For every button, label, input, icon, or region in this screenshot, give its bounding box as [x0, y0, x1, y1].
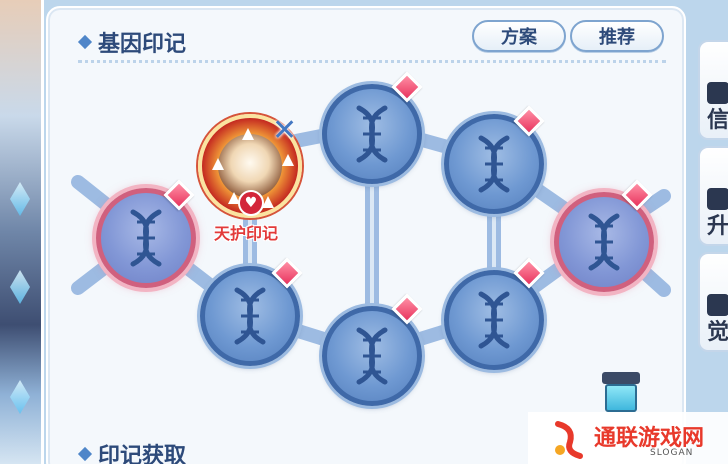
crystal-decoration: [10, 182, 30, 216]
dna-icon: [471, 290, 517, 350]
upgrade-icon: [707, 188, 728, 210]
watermark-sub: SLOGAN: [650, 448, 694, 458]
side-tab-upgrade[interactable]: 升: [698, 146, 728, 246]
capsule-icon[interactable]: [600, 372, 642, 416]
dna-icon: [123, 208, 169, 268]
section-title-gene-mark: 基因印记: [77, 26, 187, 58]
equipped-mark-label: 天护印记: [214, 224, 279, 243]
side-tab-label: 信: [706, 108, 728, 133]
dna-icon: [227, 286, 273, 346]
mark-artwork: [218, 134, 282, 198]
side-tab-label: 觉: [706, 320, 728, 345]
watermark-text: 通联游戏网: [594, 426, 705, 451]
arrow-up-icon: [282, 154, 294, 166]
dna-icon: [349, 326, 395, 386]
dna-icon: [581, 212, 627, 272]
title-divider: [78, 60, 666, 63]
mark-source-title: 印记获取: [98, 444, 187, 464]
close-icon[interactable]: ✕: [272, 113, 298, 148]
watermark-logo-icon: [555, 421, 583, 459]
side-tab-label: 升: [706, 214, 728, 239]
gene-slot-upper-right[interactable]: [444, 114, 544, 214]
awaken-icon: [707, 294, 728, 316]
recommend-button[interactable]: 推荐: [570, 20, 664, 52]
gene-mark-title: 基因印记: [98, 32, 187, 57]
arrow-up-icon: [212, 158, 224, 170]
dna-icon: [471, 134, 517, 194]
watermark: 通联游戏网 SLOGAN: [528, 412, 728, 464]
gene-slot-left[interactable]: [96, 188, 196, 288]
info-icon: [707, 82, 728, 104]
crystal-decoration: [10, 270, 30, 304]
arrow-up-icon: [262, 196, 274, 208]
left-character-strip: [0, 0, 44, 464]
plan-button[interactable]: 方案: [472, 20, 566, 52]
crystal-decoration: [10, 380, 30, 414]
section-title-mark-source: 印记获取: [77, 438, 187, 464]
side-tab-awaken[interactable]: 觉: [698, 252, 728, 352]
arrow-up-icon: [242, 128, 254, 140]
side-tab-info[interactable]: 信: [698, 40, 728, 140]
arrow-up-icon: [228, 192, 240, 204]
dna-icon: [349, 104, 395, 164]
wing-badge-icon: ♥: [238, 190, 264, 216]
